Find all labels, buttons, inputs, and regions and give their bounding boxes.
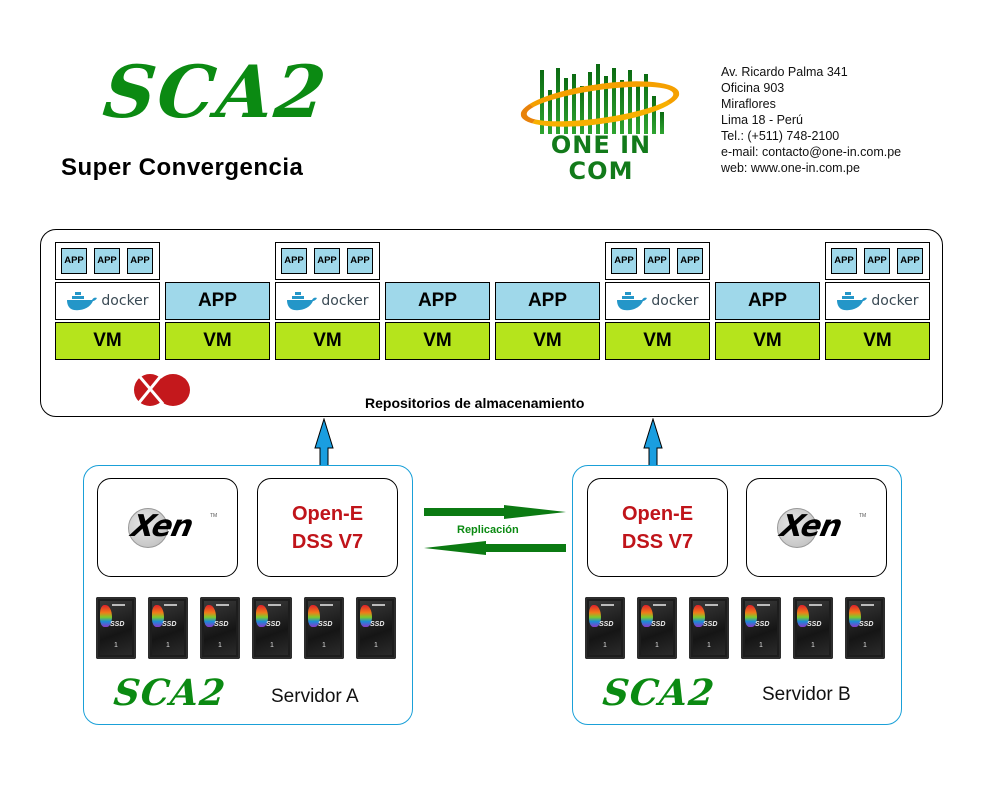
server-a-brand: SCA2 (111, 672, 228, 714)
contact-address: Av. Ricardo Palma 341 (721, 65, 848, 79)
storage-repositories-label: Repositorios de almacenamiento (365, 395, 585, 411)
contact-web: web: www.one-in.com.pe (721, 161, 860, 175)
docker-whale-icon (617, 292, 648, 311)
contact-city: Lima 18 - Perú (721, 113, 803, 127)
docker-label: docker (321, 293, 369, 309)
storage-product-version: DSS V7 (621, 531, 694, 553)
contact-district: Miraflores (721, 97, 776, 111)
storage-product-name: Open-E (291, 503, 364, 525)
server-b-brand: SCA2 (600, 672, 717, 714)
container-apps: APP APP APP (825, 242, 930, 280)
xen-hypervisor-box: Xen TM (746, 478, 887, 577)
container-app: APP (677, 248, 703, 274)
vm-layer: VM (55, 322, 160, 360)
container-app: APP (94, 248, 120, 274)
open-e-storage-box: Open-E DSS V7 (587, 478, 728, 577)
docker-whale-icon (837, 292, 868, 311)
docker-layer: docker (275, 282, 380, 320)
container-app: APP (61, 248, 87, 274)
vm-layer: VM (385, 322, 490, 360)
docker-label: docker (101, 293, 149, 309)
xen-logo-icon: Xen TM (126, 507, 217, 551)
container-app: APP (831, 248, 857, 274)
docker-whale-icon (287, 292, 318, 311)
contact-office: Oficina 903 (721, 81, 785, 95)
docker-whale-icon (67, 292, 98, 311)
server-a-name: Servidor A (271, 686, 359, 707)
server-b-name: Servidor B (762, 684, 851, 705)
container-app: APP (347, 248, 373, 274)
logo-bars-icon (540, 64, 670, 134)
storage-product-name: Open-E (621, 503, 694, 525)
container-apps: APP APP APP (605, 242, 710, 280)
container-app: APP (281, 248, 307, 274)
container-app: APP (127, 248, 153, 274)
open-e-storage-box: Open-E DSS V7 (257, 478, 398, 577)
company-name: ONE IN COM (550, 131, 652, 185)
docker-label: docker (871, 293, 919, 309)
vm-layer: VM (825, 322, 930, 360)
page-subtitle: Super Convergencia (61, 154, 304, 181)
storage-product-version: DSS V7 (291, 531, 364, 553)
xen-hypervisor-box: Xen TM (97, 478, 238, 577)
container-app: APP (864, 248, 890, 274)
vm-layer: VM (605, 322, 710, 360)
replication-arrow-right-icon (424, 505, 566, 519)
container-app: APP (897, 248, 923, 274)
container-apps: APP APP APP (275, 242, 380, 280)
docker-label: docker (651, 293, 699, 309)
contact-info: Av. Ricardo Palma 341 Oficina 903 Mirafl… (721, 64, 901, 176)
one-in-com-logo: ONE IN COM (510, 62, 690, 184)
docker-layer: docker (825, 282, 930, 320)
app-layer: APP (385, 282, 490, 320)
container-app: APP (314, 248, 340, 274)
xen-logo-icon: Xen TM (775, 507, 866, 551)
container-app: APP (644, 248, 670, 274)
app-layer: APP (715, 282, 820, 320)
sca2-logo: SCA2 (99, 49, 332, 134)
docker-layer: docker (55, 282, 160, 320)
contact-email: e-mail: contacto@one-in.com.pe (721, 145, 902, 159)
replication-arrow-left-icon (424, 541, 566, 555)
vm-layer: VM (165, 322, 270, 360)
container-app: APP (611, 248, 637, 274)
replication-label: Replicación (457, 524, 519, 536)
vm-layer: VM (275, 322, 380, 360)
app-layer: APP (495, 282, 600, 320)
vm-layer: VM (495, 322, 600, 360)
container-apps: APP APP APP (55, 242, 160, 280)
contact-phone: Tel.: (+511) 748-2100 (721, 129, 840, 143)
xen-orchestra-icon (134, 374, 190, 406)
app-layer: APP (165, 282, 270, 320)
vm-layer: VM (715, 322, 820, 360)
docker-layer: docker (605, 282, 710, 320)
